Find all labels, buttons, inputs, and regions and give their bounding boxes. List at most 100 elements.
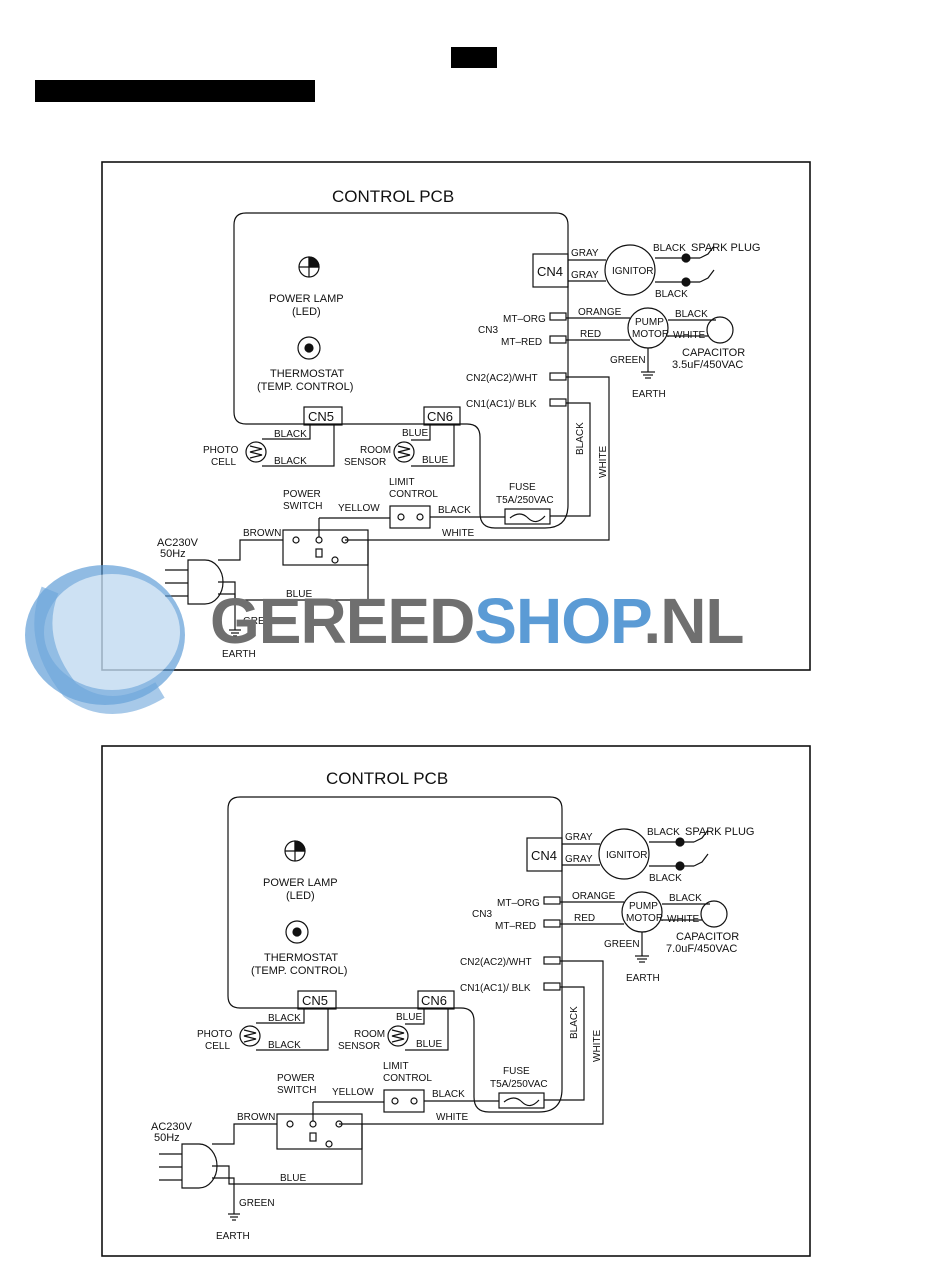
mt-red-label: MT–RED	[501, 337, 542, 348]
limit-control-icon	[383, 1089, 425, 1113]
photo-cell-icon	[245, 441, 267, 463]
redacted-heading	[35, 80, 315, 102]
cn6-label: CN6	[421, 993, 447, 1008]
vertical-black-label: BLACK	[569, 1006, 580, 1039]
cn4-label: CN4	[537, 264, 563, 279]
orange-label: ORANGE	[572, 891, 616, 902]
blue-bottom-label: BLUE	[280, 1173, 306, 1184]
pump-motor-icon	[621, 891, 663, 933]
cn3-label: CN3	[472, 909, 492, 920]
limit-label: LIMIT	[389, 477, 415, 488]
cn6-connector	[417, 990, 455, 1010]
fuse-value: T5A/250VAC	[490, 1079, 548, 1090]
capacitor-icon	[700, 900, 728, 928]
thermostat-sub: (TEMP. CONTROL)	[257, 381, 353, 393]
cn4-label: CN4	[531, 848, 557, 863]
thermostat-icon	[285, 920, 309, 944]
gray-label-2: GRAY	[571, 270, 599, 281]
thermostat-label: THERMOSTAT	[270, 368, 344, 380]
green-earth-label: GREEN	[239, 1198, 275, 1209]
pcb-outline	[227, 796, 563, 1113]
room-sensor-icon	[393, 441, 415, 463]
earth-label: EARTH	[222, 649, 256, 660]
sensor-label: SENSOR	[344, 457, 386, 468]
diagram-2-content: CONTROL PCB POWER LAMP (LED) THERMOSTAT …	[101, 745, 811, 1257]
spark-plug-label: SPARK PLUG	[685, 826, 755, 838]
cn5-black-top: BLACK	[274, 429, 307, 440]
cn2-label: CN2(AC2)/WHT	[466, 373, 538, 384]
orange-label: ORANGE	[578, 307, 622, 318]
cn5-label: CN5	[308, 409, 334, 424]
sensor-label: SENSOR	[338, 1041, 380, 1052]
fuse-icon	[504, 508, 551, 525]
spark-black-label: BLACK	[647, 827, 680, 838]
cn6-connector	[423, 406, 461, 426]
pump-earth-label: EARTH	[632, 389, 666, 400]
cn3-label: CN3	[478, 325, 498, 336]
cn5-label: CN5	[302, 993, 328, 1008]
thermostat-label: THERMOSTAT	[264, 952, 338, 964]
thermostat-icon	[297, 336, 321, 360]
ignitor-black-label: BLACK	[649, 873, 682, 884]
hz-label: 50Hz	[160, 548, 186, 560]
cn5-black-bottom: BLACK	[268, 1040, 301, 1051]
power-label: POWER	[277, 1073, 315, 1084]
brown-label: BROWN	[237, 1112, 275, 1123]
brown-label: BROWN	[243, 528, 281, 539]
white-bottom-label: WHITE	[442, 528, 475, 539]
photo-label: PHOTO	[197, 1029, 233, 1040]
cn6-blue-top: BLUE	[402, 428, 428, 439]
diagram-frame	[101, 745, 811, 1257]
gray-label-2: GRAY	[565, 854, 593, 865]
cn1-label: CN1(AC1)/ BLK	[466, 399, 537, 410]
fuse-icon	[498, 1092, 545, 1109]
power-switch-icon	[276, 1113, 363, 1150]
cn6-blue-bottom: BLUE	[422, 455, 448, 466]
power-lamp-sub: (LED)	[286, 890, 315, 902]
room-label: ROOM	[354, 1029, 385, 1040]
vertical-white-label: WHITE	[598, 445, 609, 478]
pump-white-label: WHITE	[673, 330, 706, 341]
green-earth-label: GREEN	[243, 616, 279, 627]
fuse-value: T5A/250VAC	[496, 495, 554, 506]
capacitor-value: 7.0uF/450VAC	[666, 943, 737, 955]
cn2-label: CN2(AC2)/WHT	[460, 957, 532, 968]
pump-black-label: BLACK	[669, 893, 702, 904]
ignitor-label: IGNITOR	[612, 266, 653, 277]
earth-label: EARTH	[216, 1231, 250, 1242]
switch-label: SWITCH	[277, 1085, 316, 1096]
limit-black-label: BLACK	[432, 1089, 465, 1100]
fuse-label: FUSE	[503, 1066, 530, 1077]
cell-label: CELL	[205, 1041, 230, 1052]
vertical-black-label: BLACK	[575, 422, 586, 455]
plug-icon	[187, 559, 224, 605]
mt-org-label: MT–ORG	[497, 898, 540, 909]
cn1-label: CN1(AC1)/ BLK	[460, 983, 531, 994]
gray-label-1: GRAY	[571, 248, 599, 259]
pump-white-label: WHITE	[667, 914, 700, 925]
thermostat-sub: (TEMP. CONTROL)	[251, 965, 347, 977]
cn5-connector	[297, 990, 337, 1010]
vertical-white-label: WHITE	[592, 1029, 603, 1062]
cn5-connector	[303, 406, 343, 426]
pump-earth-label: EARTH	[626, 973, 660, 984]
room-label: ROOM	[360, 445, 391, 456]
diagram-1-content: CONTROL PCB POWER LAMP (LED) THERMOSTAT …	[101, 161, 811, 671]
cn6-label: CN6	[427, 409, 453, 424]
diagram-title: CONTROL PCB	[332, 187, 454, 206]
cn4-connector	[532, 253, 569, 288]
ignitor-label: IGNITOR	[606, 850, 647, 861]
power-lamp-sub: (LED)	[292, 306, 321, 318]
capacitor-label: CAPACITOR	[676, 931, 739, 943]
red-label: RED	[580, 329, 601, 340]
cn5-black-top: BLACK	[268, 1013, 301, 1024]
ac-label: AC230V	[151, 1121, 193, 1133]
blue-bottom-label: BLUE	[286, 589, 312, 600]
pump-black-label: BLACK	[675, 309, 708, 320]
pump-label: PUMP	[635, 317, 664, 328]
cn4-connector	[526, 837, 563, 872]
pump-green-label: GREEN	[610, 355, 646, 366]
hz-label: 50Hz	[154, 1132, 180, 1144]
